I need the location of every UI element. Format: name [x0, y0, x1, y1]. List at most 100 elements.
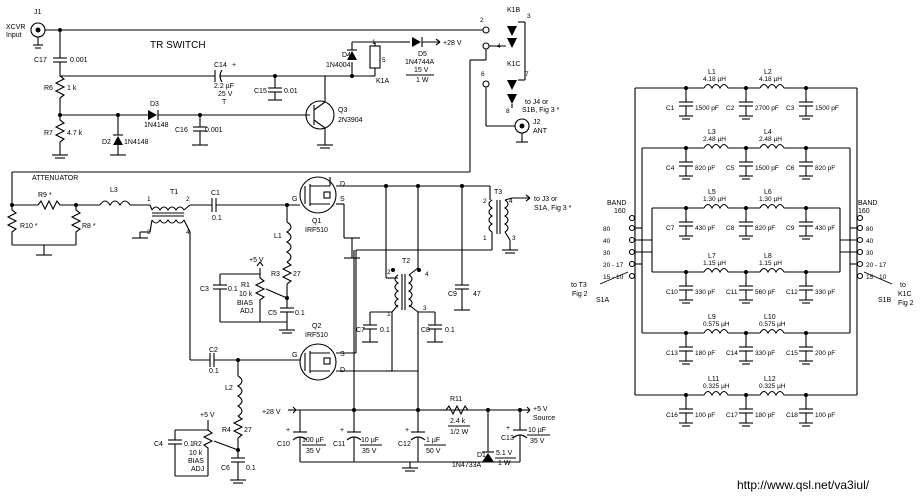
band-label-left: BAND	[607, 200, 626, 207]
capacitor-ref: C18	[786, 412, 798, 419]
svg-text:2: 2	[186, 196, 190, 203]
fig2-left: Fig 2	[572, 291, 588, 298]
t1-ref: T1	[170, 189, 178, 196]
s1a-label: S1A	[596, 297, 610, 304]
tr-switch-section: J1 XCVR Input TR SWITCH C17 0.001 R6 1 k…	[6, 7, 560, 172]
to-k1c: to	[900, 282, 906, 289]
svg-text:+: +	[286, 427, 290, 434]
pin-2: 2	[480, 17, 484, 24]
j2-ref: J2	[533, 119, 541, 126]
r2-note1: BIAS	[188, 458, 204, 465]
inductor-value: 0.575 µH	[759, 321, 786, 328]
filter-inductor-right	[759, 203, 785, 210]
q1-ref: Q1	[312, 218, 321, 225]
switch-contact	[856, 214, 864, 222]
capacitor-ref: C11	[726, 289, 738, 296]
band-label-right: BAND	[858, 200, 877, 207]
band-label: 80	[603, 226, 611, 233]
c15-val: 0.01	[284, 88, 298, 95]
d1-val: 5.1 V	[496, 450, 513, 457]
svg-text:4: 4	[186, 229, 190, 236]
r11-val: 2.4 k	[450, 418, 466, 425]
svg-text:1: 1	[372, 39, 376, 46]
pin-3: 3	[527, 13, 531, 20]
r1-note2: ADJ	[240, 308, 253, 315]
capacitor-value: 820 pF	[815, 165, 835, 172]
capacitor-ref: C2	[726, 105, 735, 112]
c11-v: 35 V	[362, 448, 377, 455]
capacitor-ref: C3	[786, 105, 795, 112]
band-num-right: 160	[858, 208, 870, 215]
svg-text:4: 4	[509, 198, 513, 205]
tr-switch-title: TR SWITCH	[150, 40, 206, 51]
k1a-label: K1A	[376, 78, 390, 85]
capacitor-value: 100 pF	[815, 412, 835, 419]
q2-mosfet	[299, 343, 337, 381]
r7-ref: R7	[44, 130, 53, 137]
capacitor-ref: C13	[666, 350, 678, 357]
r2-ref: R2	[193, 441, 202, 448]
q3-transistor	[305, 100, 335, 130]
j1-ref: J1	[34, 9, 42, 16]
band-label: 20 - 17	[866, 262, 887, 269]
switch-contact	[628, 272, 636, 280]
inductor-ref: L6	[764, 189, 772, 196]
capacitor-value: 330 pF	[755, 350, 775, 357]
inductor-ref: L1	[708, 69, 716, 76]
c9-val: 47	[473, 291, 481, 298]
inductor-ref: L5	[708, 189, 716, 196]
band-label: 15 - 10	[603, 274, 624, 281]
svg-text:1: 1	[483, 235, 487, 242]
inductor-value: 1.30 µH	[759, 196, 782, 203]
q1-pin-d: D	[340, 181, 345, 188]
filter-inductor-right	[759, 83, 785, 90]
input-name: XCVR	[6, 24, 25, 31]
switch-contact	[856, 248, 864, 256]
switch-contact	[856, 260, 864, 268]
filter-inductor-left	[703, 83, 729, 90]
switch-contact	[628, 248, 636, 256]
inductor-value: 2.48 µH	[759, 136, 782, 143]
inductor-ref: L12	[764, 376, 776, 383]
capacitor-ref: C16	[666, 412, 678, 419]
capacitor-value: 560 pF	[755, 289, 775, 296]
c12-val: 1 µF	[426, 437, 440, 444]
r6-ref: R6	[44, 85, 53, 92]
capacitor-ref: C8	[726, 225, 735, 232]
c16-val: 0.001	[205, 127, 223, 134]
c5-val: 0.1	[295, 310, 305, 317]
d4-ref: D4	[342, 52, 351, 59]
q2-pin-g: G	[292, 352, 297, 359]
c6-val: 0.1	[246, 465, 256, 472]
s1b-label: S1B	[878, 297, 892, 304]
r1-val: 10 k	[239, 291, 253, 298]
svg-text:2: 2	[387, 269, 391, 276]
c13-v: 35 V	[530, 438, 545, 445]
inductor-ref: L2	[764, 69, 772, 76]
svg-text:2: 2	[483, 198, 487, 205]
r4-ref: R4	[222, 427, 231, 434]
capacitor-value: 330 pF	[695, 289, 715, 296]
c8-val: 0.1	[445, 327, 455, 334]
c3-val: 0.1	[228, 286, 238, 293]
inductor-value: 2.48 µH	[703, 136, 726, 143]
c11-ref: C11	[333, 441, 345, 448]
k1b-label: K1B	[507, 7, 521, 14]
to-j3b: S1A, Fig 3 *	[534, 205, 572, 212]
svg-text:3: 3	[512, 235, 516, 242]
to-j3: to J3 or	[534, 196, 558, 203]
l3-ref: L3	[110, 187, 118, 194]
svg-text:1: 1	[387, 311, 391, 318]
capacitor-value: 180 pF	[755, 412, 775, 419]
svg-text:1: 1	[147, 196, 151, 203]
pin-8: 8	[506, 108, 510, 115]
inductor-value: 0.325 µH	[703, 383, 730, 390]
c14-ref: C14	[214, 62, 227, 69]
c14-v: 25 V	[218, 91, 233, 98]
capacitor-ref: C6	[786, 165, 795, 172]
capacitor-ref: C10	[666, 289, 678, 296]
k1c-label: K1C	[507, 61, 521, 68]
c9-ref: C9	[448, 291, 457, 298]
c6-ref: C6	[221, 465, 230, 472]
capacitor-ref: C9	[786, 225, 795, 232]
